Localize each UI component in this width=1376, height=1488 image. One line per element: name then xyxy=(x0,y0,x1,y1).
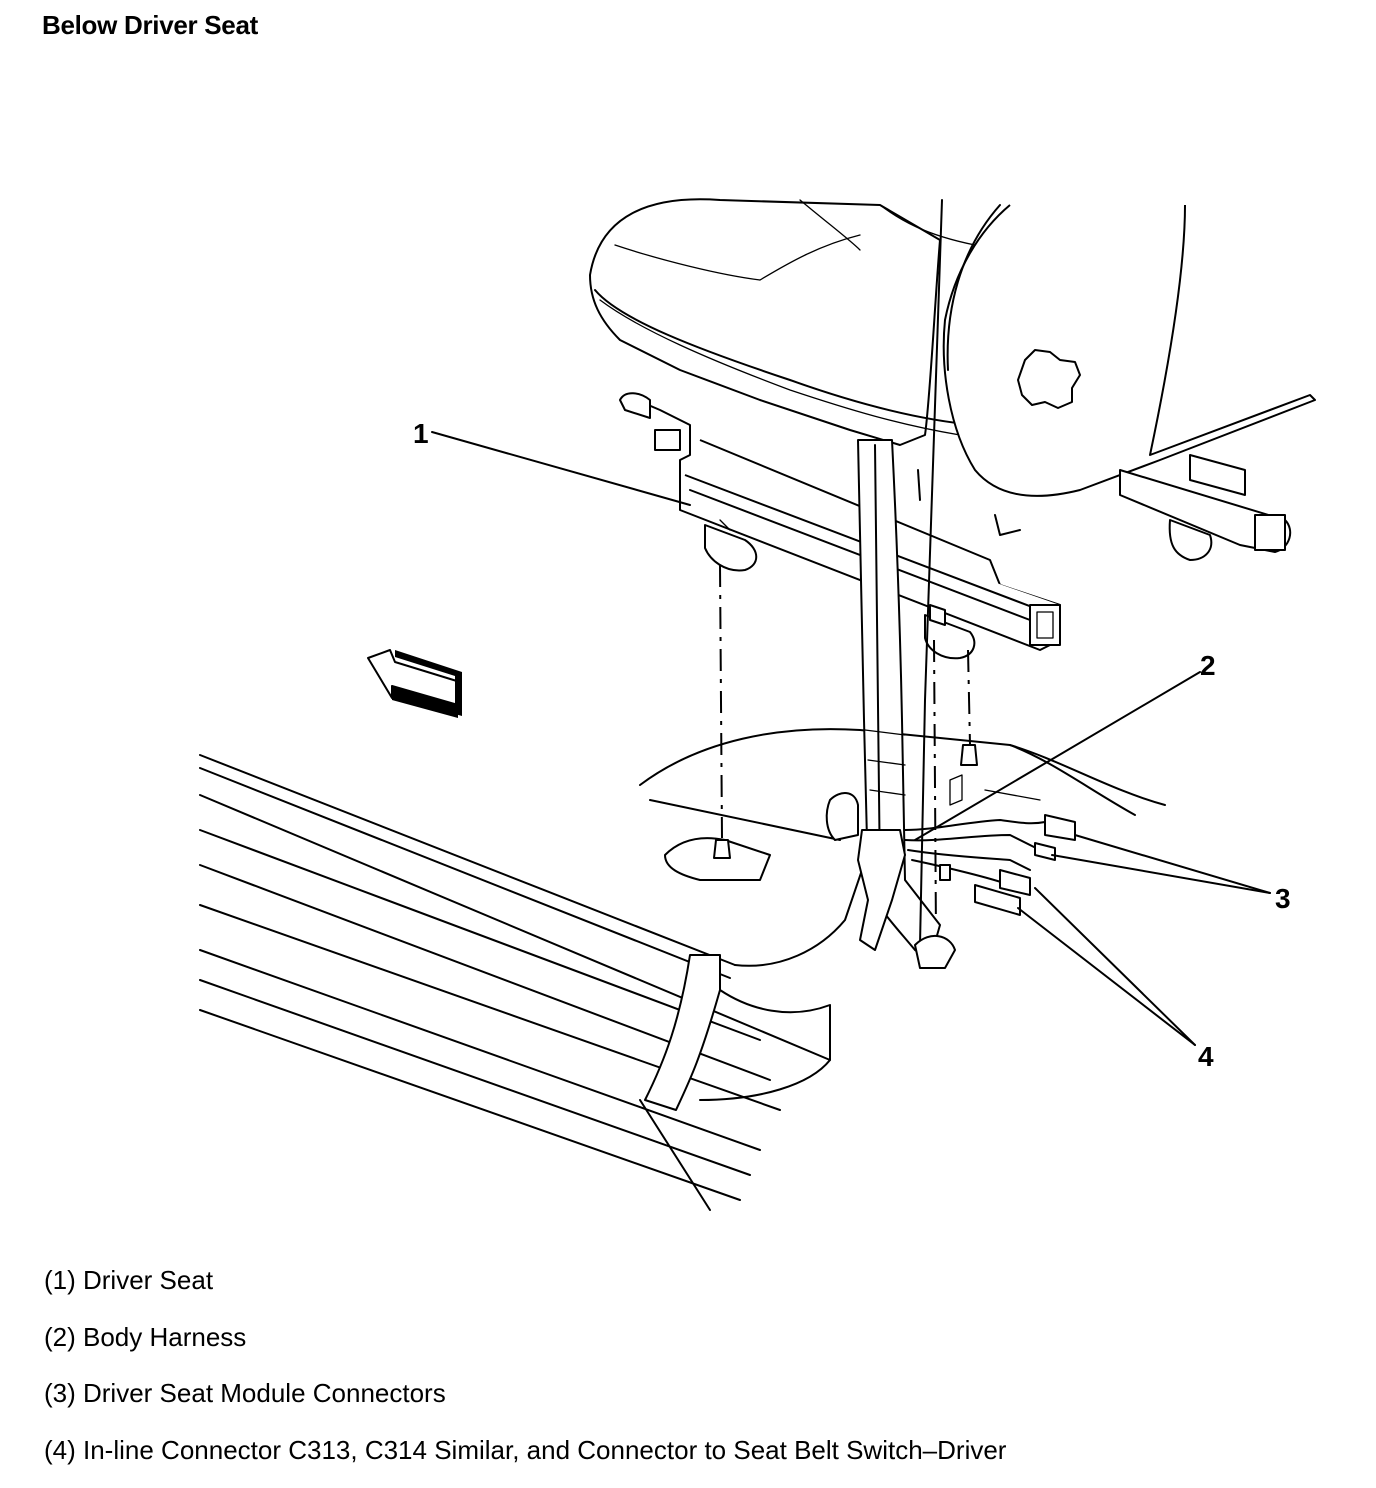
callout-1: 1 xyxy=(413,418,429,449)
legend-item-driver-seat: (1) Driver Seat xyxy=(44,1262,1006,1319)
forward-arrow-icon xyxy=(368,650,462,718)
legend-item-module-connectors: (3) Driver Seat Module Connectors xyxy=(44,1375,1006,1432)
callout-2: 2 xyxy=(1200,650,1216,681)
legend-item-body-harness: (2) Body Harness xyxy=(44,1319,1006,1376)
legend-item-inline-connector: (4) In-line Connector C313, C314 Similar… xyxy=(44,1432,1006,1488)
callout-3: 3 xyxy=(1275,883,1291,914)
seat-wiring-illustration: 1 2 3 4 xyxy=(0,0,1376,1240)
component-legend: (1) Driver Seat (2) Body Harness (3) Dri… xyxy=(44,1262,1006,1488)
callout-4: 4 xyxy=(1198,1041,1214,1072)
seat-back xyxy=(944,205,1315,496)
rocker-sill-lines xyxy=(200,755,830,1210)
